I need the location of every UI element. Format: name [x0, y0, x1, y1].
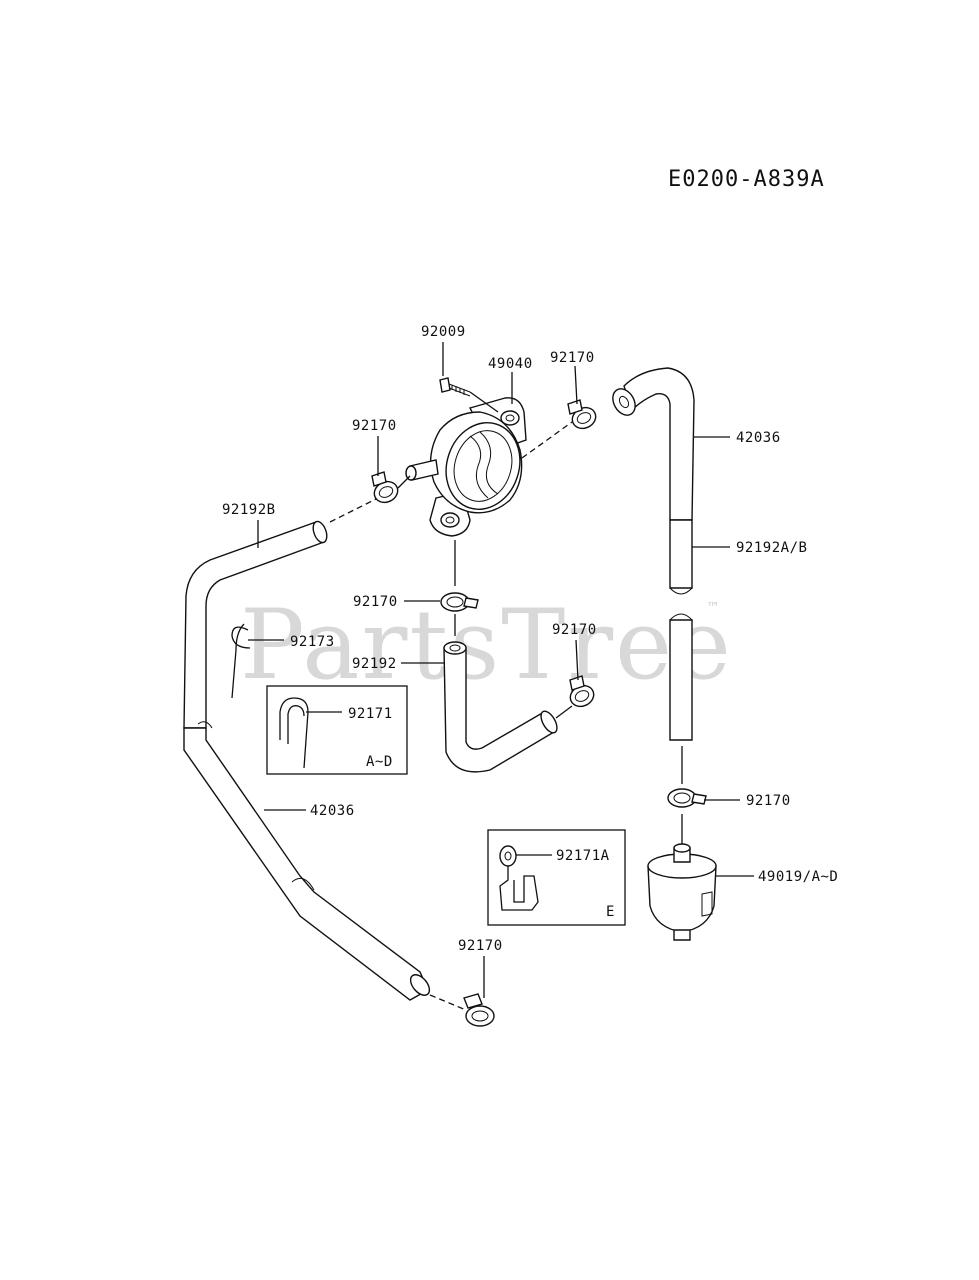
label-92171A: 92171A: [556, 848, 610, 864]
box-92171A-suffix: E: [606, 904, 615, 920]
watermark: PartsTree: [240, 589, 733, 701]
label-92170-mid: 92170: [353, 594, 398, 610]
label-49019: 49019/A~D: [758, 869, 838, 885]
hose-92192AB[interactable]: [669, 519, 693, 741]
box-92171A: [487, 829, 626, 926]
clamp-92170-mid[interactable]: [440, 592, 479, 612]
clip-92171[interactable]: [279, 697, 309, 769]
diagram-code: E0200-A839A: [668, 167, 825, 192]
label-92171: 92171: [348, 706, 393, 722]
label-92170-right: 92170: [746, 793, 791, 809]
label-92009: 92009: [421, 324, 466, 340]
clip-92171A[interactable]: [499, 845, 539, 911]
label-92192AB: 92192A/B: [736, 540, 807, 556]
label-92170-bottom: 92170: [458, 938, 503, 954]
label-49040: 49040: [488, 356, 533, 372]
label-92192B: 92192B: [222, 502, 276, 518]
clamp-92170-right[interactable]: [667, 788, 707, 808]
label-92170-top: 92170: [550, 350, 595, 366]
fuel-filter-49019[interactable]: [647, 843, 717, 941]
hose-42036-right[interactable]: [608, 367, 695, 521]
fuel-pump-49040[interactable]: [405, 377, 531, 537]
clamp-92170-bottom[interactable]: [463, 993, 495, 1027]
box-92171-suffix: A~D: [366, 754, 393, 770]
hose-42036-left[interactable]: [183, 721, 433, 1001]
clamp-92170-left[interactable]: [371, 471, 401, 506]
clamp-92170-center[interactable]: [567, 675, 597, 710]
box-92171: [266, 685, 408, 775]
clamp-92170-top[interactable]: [567, 399, 599, 432]
label-92170-center: 92170: [552, 622, 597, 638]
label-92192: 92192: [352, 656, 397, 672]
label-92170-left: 92170: [352, 418, 397, 434]
label-42036-left: 42036: [310, 803, 355, 819]
hose-92192B[interactable]: [183, 520, 329, 729]
clip-92173[interactable]: [231, 623, 251, 699]
watermark-trademark: ™: [706, 600, 720, 616]
label-92173: 92173: [290, 634, 335, 650]
label-42036-right: 42036: [736, 430, 781, 446]
hose-92192[interactable]: [443, 641, 560, 773]
